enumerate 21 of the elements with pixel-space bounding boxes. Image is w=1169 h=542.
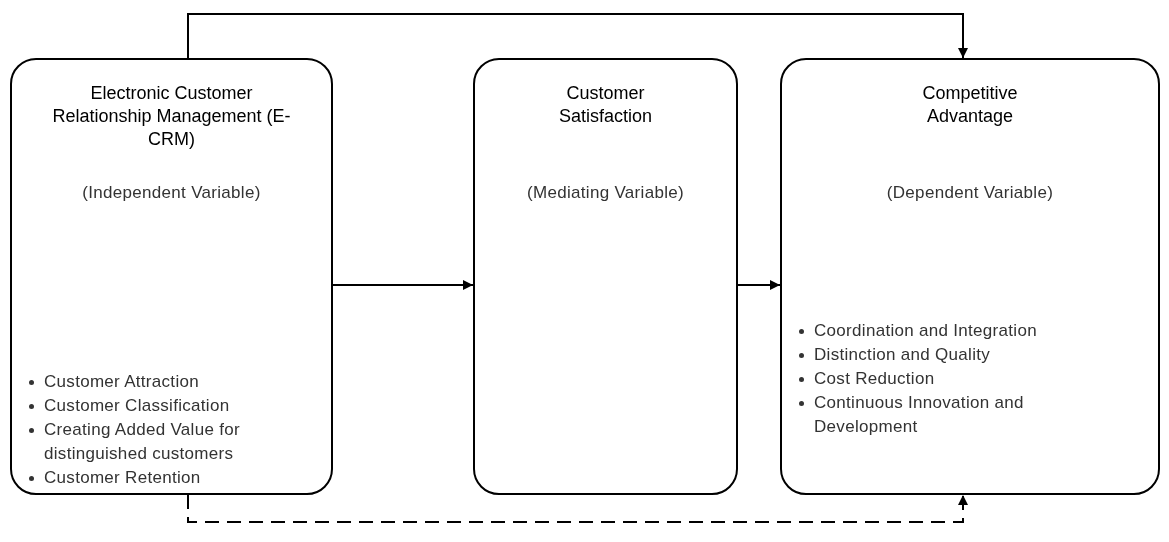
arrow bbox=[187, 13, 968, 59]
dashed-arrow bbox=[187, 494, 968, 523]
variable-title: Customer Satisfaction bbox=[557, 82, 654, 128]
arrow bbox=[737, 280, 781, 290]
bullet-item: Coordination and Integration bbox=[814, 320, 1038, 342]
variable-type: (Mediating Variable) bbox=[526, 182, 685, 204]
variable-type: (Dependent Variable) bbox=[885, 182, 1055, 204]
variable-type: (Independent Variable) bbox=[81, 182, 262, 204]
variable-box bbox=[10, 58, 333, 495]
variable-box bbox=[780, 58, 1160, 495]
bullet-item: Cost Reduction bbox=[814, 368, 936, 390]
bullet-item: Customer Classification bbox=[44, 395, 231, 417]
bullet-item: Customer Attraction bbox=[44, 371, 200, 393]
bullet-item: Distinction and Quality bbox=[814, 344, 992, 366]
variable-title: Electronic Customer Relationship Management (E-CRM) bbox=[51, 82, 292, 151]
bullet-item: Continuous Innovation and Development bbox=[814, 392, 1025, 438]
arrow bbox=[332, 280, 474, 290]
variable-title: Competitive Advantage bbox=[921, 82, 1019, 128]
bullet-item: Customer Retention bbox=[44, 467, 202, 489]
bullet-item: Creating Added Value for distinguished customers bbox=[44, 419, 241, 465]
variable-box bbox=[473, 58, 738, 495]
